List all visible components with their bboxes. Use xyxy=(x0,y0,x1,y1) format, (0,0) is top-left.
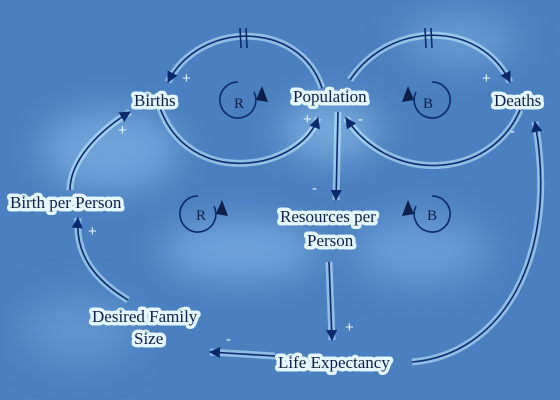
causal-links xyxy=(69,34,543,363)
svg-text:R: R xyxy=(234,96,244,112)
link-desired-family-size-to-birth-per-person xyxy=(71,216,129,301)
polarity-desired-to-birthpp: + xyxy=(88,223,97,240)
polarity-birthpp-to-births: + xyxy=(118,122,127,139)
polarity-signs: + + - + - - + - + + xyxy=(88,70,515,348)
link-births-to-population xyxy=(159,107,320,165)
link-resources-to-life-expectancy xyxy=(326,261,338,342)
node-desired-family-size-line1: Desired Family xyxy=(92,307,198,326)
link-life-expectancy-to-deaths xyxy=(411,120,543,363)
polarity-deaths-to-population: - xyxy=(358,111,363,128)
link-population-to-deaths xyxy=(349,34,511,84)
link-deaths-to-population xyxy=(345,109,521,167)
polarity-from-deaths: - xyxy=(510,123,515,140)
node-deaths: Deaths xyxy=(494,91,541,110)
node-resources-per-person-line2: Person xyxy=(307,231,354,250)
node-births: Births xyxy=(134,91,176,110)
link-birth-per-person-to-births xyxy=(69,111,131,191)
polarity-births-to-population: + xyxy=(303,111,312,128)
loop-indicator-r-lower: R xyxy=(179,195,228,233)
svg-text:B: B xyxy=(427,208,437,224)
polarity-to-births: + xyxy=(182,70,191,87)
loop-indicator-r-top: R xyxy=(219,81,268,119)
link-life-expectancy-to-desired-family-size xyxy=(208,347,276,359)
loop-indicators: R B R B xyxy=(179,81,451,233)
loop-indicator-b-lower: B xyxy=(402,195,451,233)
node-birth-per-person: Birth per Person xyxy=(10,193,122,212)
node-desired-family-size-line2: Size xyxy=(134,329,163,348)
loop-indicator-b-top: B xyxy=(402,81,451,119)
polarity-to-resources: - xyxy=(312,180,317,197)
node-life-expectancy: Life Expectancy xyxy=(278,353,390,372)
svg-text:R: R xyxy=(196,208,206,224)
polarity-life-to-desired: - xyxy=(226,331,231,348)
svg-text:B: B xyxy=(423,96,433,112)
link-population-to-resources xyxy=(330,111,342,202)
node-resources-per-person-line1: Resources per xyxy=(280,207,376,226)
nodes: Births Population Deaths Birth per Perso… xyxy=(7,84,545,376)
delay-marks xyxy=(239,27,433,49)
polarity-resources-to-life: + xyxy=(345,319,354,336)
node-population: Population xyxy=(293,87,367,106)
polarity-to-deaths: + xyxy=(482,70,491,87)
link-population-to-births xyxy=(167,35,323,89)
